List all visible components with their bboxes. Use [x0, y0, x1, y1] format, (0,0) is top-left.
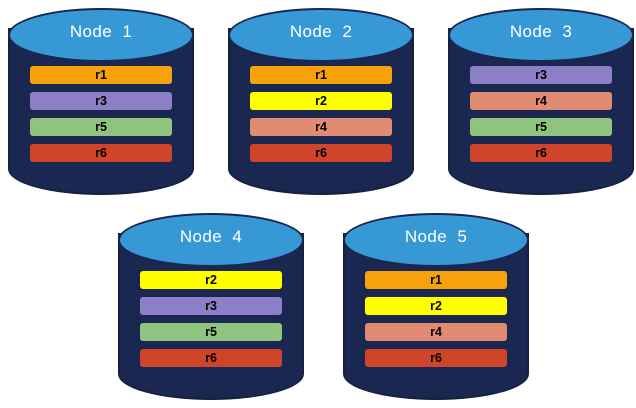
replica-bar[interactable]: r5	[30, 118, 172, 136]
replica-bar[interactable]: r3	[470, 66, 612, 84]
replica-list: r1 r3 r5 r6	[30, 66, 172, 162]
node-label: Node 3	[509, 22, 573, 41]
replica-bar[interactable]: r2	[365, 297, 507, 315]
replica-bar[interactable]: r2	[140, 271, 282, 289]
node-cylinder-1[interactable]: Node 1 r1 r3 r5 r6	[8, 8, 194, 195]
node-cylinder-4[interactable]: Node 4 r2 r3 r5 r6	[118, 213, 304, 400]
replica-bar[interactable]: r5	[470, 118, 612, 136]
node-label: Node 1	[69, 22, 133, 41]
replica-bar[interactable]: r6	[470, 144, 612, 162]
node-label: Node 4	[179, 227, 243, 246]
node-label: Node 2	[289, 22, 353, 41]
replica-bar[interactable]: r4	[470, 92, 612, 110]
replica-bar[interactable]: r3	[30, 92, 172, 110]
replica-bar[interactable]: r6	[30, 144, 172, 162]
node-top-ellipse	[448, 8, 634, 62]
replica-bar[interactable]: r4	[365, 323, 507, 341]
node-label: Node 5	[404, 227, 468, 246]
replica-bar[interactable]: r3	[140, 297, 282, 315]
replica-bar[interactable]: r1	[30, 66, 172, 84]
node-top-ellipse	[343, 213, 529, 267]
node-cylinder-3[interactable]: Node 3 r3 r4 r5 r6	[448, 8, 634, 195]
replica-bar[interactable]: r6	[250, 144, 392, 162]
replica-list: r3 r4 r5 r6	[470, 66, 612, 162]
node-cylinder-2[interactable]: Node 2 r1 r2 r4 r6	[228, 8, 414, 195]
node-top-ellipse	[228, 8, 414, 62]
node-top-ellipse	[118, 213, 304, 267]
replica-list: r2 r3 r5 r6	[140, 271, 282, 367]
replica-bar[interactable]: r1	[250, 66, 392, 84]
replica-bar[interactable]: r6	[140, 349, 282, 367]
replica-list: r1 r2 r4 r6	[365, 271, 507, 367]
replica-bar[interactable]: r5	[140, 323, 282, 341]
replica-bar[interactable]: r4	[250, 118, 392, 136]
replica-list: r1 r2 r4 r6	[250, 66, 392, 162]
replica-bar[interactable]: r2	[250, 92, 392, 110]
node-top-ellipse	[8, 8, 194, 62]
node-cylinder-5[interactable]: Node 5 r1 r2 r4 r6	[343, 213, 529, 400]
replica-bar[interactable]: r1	[365, 271, 507, 289]
replica-bar[interactable]: r6	[365, 349, 507, 367]
